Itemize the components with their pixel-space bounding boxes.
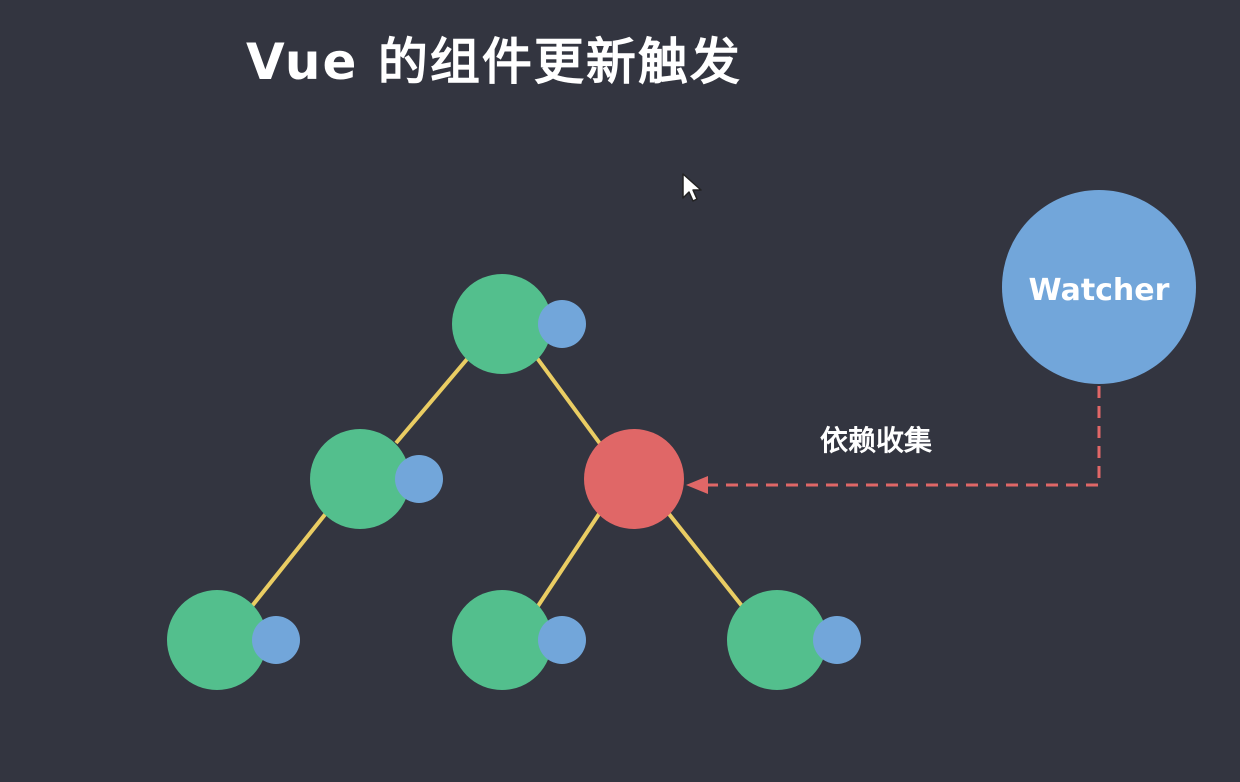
component-node-right-left bbox=[452, 590, 586, 690]
watcher-dot bbox=[813, 616, 861, 664]
edge-right-rightright bbox=[667, 512, 744, 608]
watcher-dot bbox=[538, 616, 586, 664]
watcher-circle bbox=[1002, 190, 1196, 384]
slide-title: Vue 的组件更新触发 bbox=[246, 33, 742, 91]
edge-left-leftleft bbox=[250, 510, 329, 608]
edge-root-right bbox=[535, 356, 603, 447]
component-node-root bbox=[452, 274, 586, 374]
component-circle bbox=[310, 429, 410, 529]
arrowhead-icon bbox=[686, 476, 708, 494]
edge-right-rightleft bbox=[536, 512, 601, 608]
tree-edges bbox=[250, 356, 744, 608]
triggered-component-circle bbox=[584, 429, 684, 529]
mouse-pointer-icon bbox=[682, 173, 702, 202]
dependency-label: 依赖收集 bbox=[820, 424, 932, 457]
component-node-right-triggered bbox=[584, 429, 684, 529]
dependency-arrow bbox=[686, 386, 1101, 494]
component-node-left bbox=[310, 429, 443, 529]
component-node-right-right bbox=[727, 590, 861, 690]
watcher-label: Watcher bbox=[1029, 273, 1170, 308]
component-circle bbox=[452, 274, 552, 374]
component-node-left-left bbox=[167, 590, 300, 690]
watcher-dot bbox=[538, 300, 586, 348]
watcher-dot bbox=[252, 616, 300, 664]
watcher-node: Watcher bbox=[1002, 190, 1196, 384]
component-circle bbox=[727, 590, 827, 690]
component-circle bbox=[452, 590, 552, 690]
edge-root-left bbox=[394, 356, 470, 445]
component-circle bbox=[167, 590, 267, 690]
watcher-dot bbox=[395, 455, 443, 503]
